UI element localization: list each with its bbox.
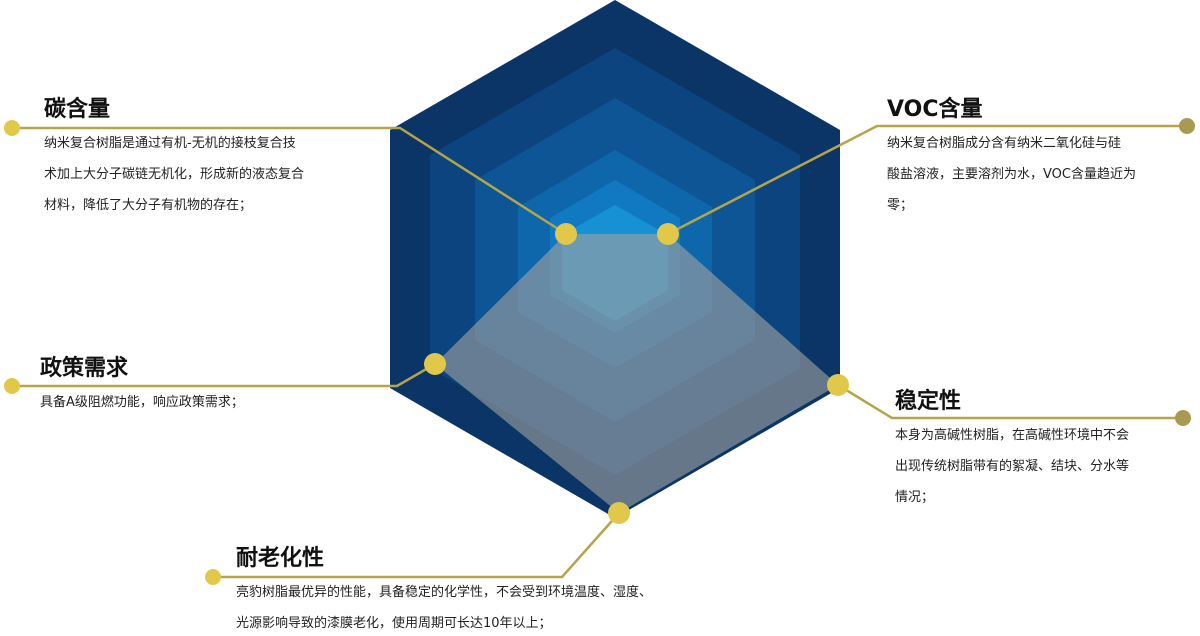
end-dot-stability xyxy=(1175,410,1191,426)
connector-carbon xyxy=(12,126,567,236)
feature-voc-line-3: 零； xyxy=(887,198,914,213)
feature-stability-title: 稳定性 xyxy=(895,389,962,414)
feature-voc: VOC含量 纳米复合树脂成分含有纳米二氧化硅与硅 酸盐溶液，主要溶剂为水，VOC… xyxy=(887,96,1187,221)
feature-voc-line-1: 纳米复合树脂成分含有纳米二氧化硅与硅 xyxy=(887,136,1122,151)
feature-policy-desc: 具备A级阻燃功能，响应政策需求； xyxy=(40,387,370,418)
feature-policy: 政策需求 具备A级阻燃功能，响应政策需求； xyxy=(40,355,370,418)
value-point-carbon xyxy=(555,223,577,245)
value-point-policy xyxy=(424,353,446,375)
feature-aging-line-1: 亮豹树脂最优异的性能，具备稳定的化学性，不会受到环境温度、湿度、 xyxy=(236,585,653,600)
feature-stability-desc: 本身为高碱性树脂，在高碱性环境中不会 出现传统树脂带有的絮凝、结块、分水等 情况… xyxy=(895,420,1190,513)
feature-aging: 耐老化性 亮豹树脂最优异的性能，具备稳定的化学性，不会受到环境温度、湿度、 光源… xyxy=(236,545,736,636)
radar-value-area xyxy=(435,234,838,513)
end-dot-voc xyxy=(1179,118,1195,134)
connector-voc xyxy=(667,124,1187,236)
feature-aging-title: 耐老化性 xyxy=(236,546,325,571)
feature-aging-line-2: 光源影响导致的漆膜老化，使用周期可长达10年以上； xyxy=(236,616,552,631)
connector-stability xyxy=(837,383,1183,420)
feature-carbon-line-3: 材料，降低了大分子有机物的存在； xyxy=(44,198,253,213)
feature-carbon-desc: 纳米复合树脂是通过有机-无机的接枝复合技 术加上大分子碳链无机化，形成新的液态复… xyxy=(44,128,374,221)
value-point-voc xyxy=(657,223,679,245)
feature-stability-line-1: 本身为高碱性树脂，在高碱性环境中不会 xyxy=(895,428,1130,443)
feature-carbon-line-1: 纳米复合树脂是通过有机-无机的接枝复合技 xyxy=(44,136,296,151)
feature-policy-title: 政策需求 xyxy=(40,356,129,381)
feature-stability-line-2: 出现传统树脂带有的絮凝、结块、分水等 xyxy=(895,459,1130,474)
connector-aging xyxy=(213,512,620,579)
feature-stability-line-3: 情况； xyxy=(895,490,935,505)
end-dot-aging xyxy=(205,569,221,585)
value-point-aging xyxy=(608,502,630,524)
value-point-stability xyxy=(827,374,849,396)
feature-aging-desc: 亮豹树脂最优异的性能，具备稳定的化学性，不会受到环境温度、湿度、 光源影响导致的… xyxy=(236,577,736,636)
feature-carbon-title: 碳含量 xyxy=(44,97,111,122)
feature-carbon: 碳含量 纳米复合树脂是通过有机-无机的接枝复合技 术加上大分子碳链无机化，形成新… xyxy=(44,96,374,221)
feature-voc-line-2: 酸盐溶液，主要溶剂为水，VOC含量趋近为 xyxy=(887,167,1136,182)
feature-stability: 稳定性 本身为高碱性树脂，在高碱性环境中不会 出现传统树脂带有的絮凝、结块、分水… xyxy=(895,388,1190,513)
connector-policy xyxy=(12,362,436,388)
feature-voc-title: VOC含量 xyxy=(887,97,983,122)
feature-carbon-line-2: 术加上大分子碳链无机化，形成新的液态复合 xyxy=(44,167,305,182)
feature-policy-line-1: 具备A级阻燃功能，响应政策需求； xyxy=(40,395,244,410)
end-dot-policy xyxy=(4,378,20,394)
feature-voc-desc: 纳米复合树脂成分含有纳米二氧化硅与硅 酸盐溶液，主要溶剂为水，VOC含量趋近为 … xyxy=(887,128,1187,221)
end-dot-carbon xyxy=(4,120,20,136)
